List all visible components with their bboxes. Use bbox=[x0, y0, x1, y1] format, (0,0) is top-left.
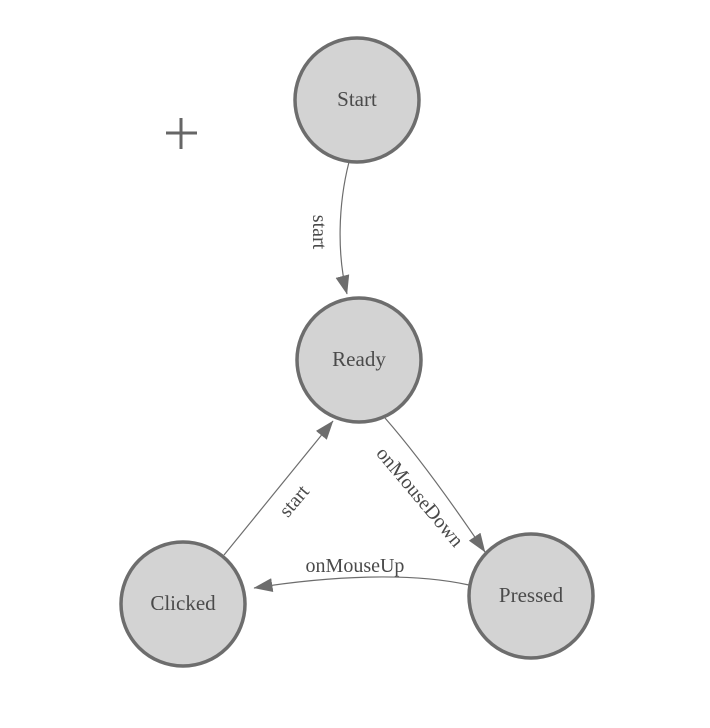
edge-pressed-to-clicked-label: onMouseUp bbox=[306, 555, 405, 577]
node-clicked-circle[interactable] bbox=[119, 540, 247, 668]
node-ready[interactable]: Ready bbox=[295, 296, 423, 424]
node-pressed-label: Pressed bbox=[499, 583, 564, 607]
edge-clicked-to-ready-label: start bbox=[275, 481, 314, 522]
edge-start-to-ready[interactable]: start bbox=[308, 161, 350, 295]
node-ready-circle[interactable] bbox=[295, 296, 423, 424]
node-start-label: Start bbox=[337, 87, 377, 111]
node-clicked-label: Clicked bbox=[150, 591, 216, 615]
edge-clicked-to-ready[interactable]: start bbox=[223, 420, 334, 556]
node-clicked[interactable]: Clicked bbox=[119, 540, 247, 668]
edge-clicked-to-ready-line[interactable] bbox=[223, 420, 334, 556]
node-pressed[interactable]: Pressed bbox=[467, 532, 595, 660]
node-pressed-circle[interactable] bbox=[467, 532, 595, 660]
node-start-circle[interactable] bbox=[293, 36, 421, 164]
edge-ready-to-pressed-label: onMouseDown bbox=[372, 443, 468, 552]
edge-start-to-ready-line[interactable] bbox=[335, 161, 350, 295]
edge-start-to-ready-label: start bbox=[308, 215, 330, 250]
edge-pressed-to-clicked[interactable]: onMouseUp bbox=[253, 555, 470, 593]
node-start[interactable]: Start bbox=[293, 36, 421, 164]
edge-ready-to-pressed[interactable]: onMouseDown bbox=[372, 417, 486, 553]
crosshair-cursor bbox=[166, 118, 197, 149]
edge-ready-to-pressed-line[interactable] bbox=[384, 417, 486, 553]
node-ready-label: Ready bbox=[332, 347, 386, 371]
edge-pressed-to-clicked-line[interactable] bbox=[253, 576, 470, 593]
